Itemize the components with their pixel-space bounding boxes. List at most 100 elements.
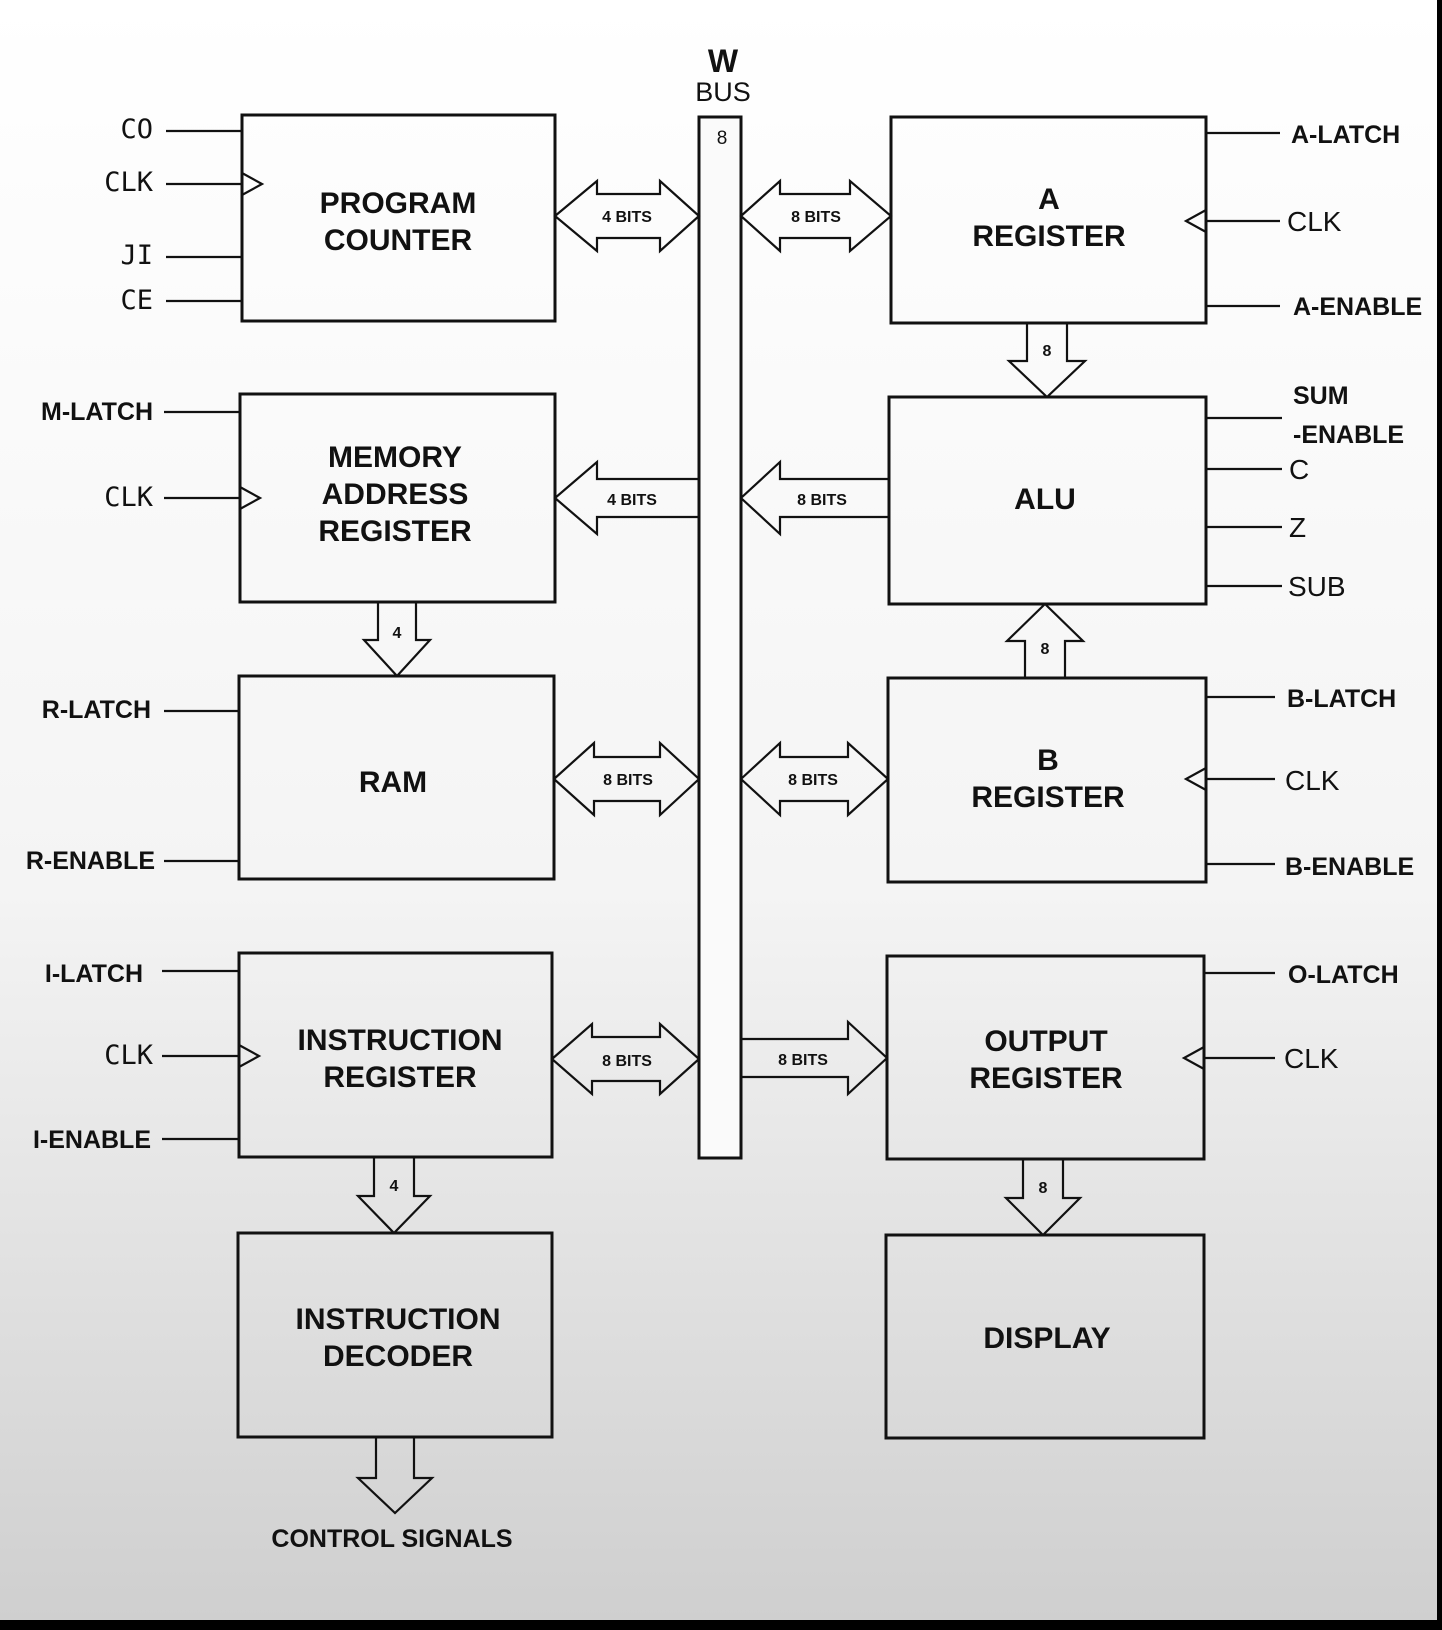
signal-b-clk: CLK bbox=[1285, 765, 1340, 796]
areg-bus-double-arrow bbox=[739, 178, 893, 254]
breg-alu-arrow bbox=[1004, 602, 1086, 678]
b-register-label-1: B bbox=[1037, 744, 1059, 777]
control-signals-arrow bbox=[355, 1437, 435, 1515]
a-register-label-1: A bbox=[1038, 183, 1060, 216]
bus-width-label: 8 bbox=[717, 128, 728, 149]
oreg-bus-width: 8 BITS bbox=[778, 1052, 828, 1069]
ram-bus-link: 8 BITS bbox=[552, 740, 701, 818]
ram-bus-double-arrow bbox=[552, 740, 701, 818]
ram-bus-width: 8 BITS bbox=[603, 772, 653, 789]
signal-z: Z bbox=[1289, 512, 1306, 543]
a-register-signals: A-LATCH CLK A-ENABLE bbox=[1183, 121, 1422, 321]
signal-a-clk: CLK bbox=[1287, 206, 1342, 237]
signal-m-latch: M-LATCH bbox=[41, 398, 153, 426]
signal-b-enable: B-ENABLE bbox=[1285, 853, 1414, 881]
display-block: DISPLAY bbox=[884, 1233, 1206, 1440]
areg-bus-width: 8 BITS bbox=[791, 209, 841, 226]
oreg-bus-arrow bbox=[741, 1019, 889, 1097]
ir-idec-arrow bbox=[355, 1157, 433, 1235]
areg-alu-width: 8 bbox=[1043, 343, 1052, 360]
signal-a-enable: A-ENABLE bbox=[1293, 293, 1422, 321]
ir-bus-double-arrow bbox=[550, 1021, 701, 1097]
instruction-decoder-block: INSTRUCTION DECODER bbox=[236, 1231, 554, 1439]
mar-label-2: ADDRESS bbox=[322, 478, 469, 511]
a-register-clock-marker bbox=[1183, 209, 1207, 233]
ir-label-1: INSTRUCTION bbox=[298, 1024, 503, 1057]
oreg-bus-link: 8 BITS bbox=[741, 1019, 889, 1097]
signal-sum: SUM bbox=[1293, 382, 1349, 410]
alu-bus-width: 8 BITS bbox=[797, 492, 847, 509]
ir-idec-link: 4 bbox=[355, 1157, 433, 1235]
pc-bus-link: 4 BITS bbox=[553, 178, 701, 254]
ir-bus-link: 8 BITS bbox=[550, 1021, 701, 1097]
areg-alu-link: 8 bbox=[1006, 323, 1088, 399]
signal-o-latch: O-LATCH bbox=[1288, 961, 1399, 989]
signal-pc-clk: CLK bbox=[104, 167, 154, 198]
alu-label: ALU bbox=[1014, 483, 1076, 516]
oreg-label-1: OUTPUT bbox=[984, 1025, 1107, 1058]
mar-label-3: REGISTER bbox=[318, 515, 472, 548]
breg-bus-double-arrow bbox=[739, 740, 890, 818]
program-counter-box bbox=[240, 113, 557, 323]
mar-signals: M-LATCH CLK bbox=[41, 398, 263, 513]
mar-label-1: MEMORY bbox=[328, 441, 462, 474]
idec-label-1: INSTRUCTION bbox=[296, 1303, 501, 1336]
signal-sub: SUB bbox=[1288, 571, 1346, 602]
signal-ir-clk: CLK bbox=[104, 1040, 154, 1071]
oreg-label-2: REGISTER bbox=[969, 1062, 1123, 1095]
b-register-signals: B-LATCH CLK B-ENABLE bbox=[1183, 685, 1414, 881]
breg-alu-width: 8 bbox=[1041, 641, 1050, 658]
display-box bbox=[884, 1233, 1206, 1440]
bus-bar bbox=[697, 115, 743, 1160]
ir-bus-width: 8 BITS bbox=[602, 1053, 652, 1070]
idec-label-2: DECODER bbox=[323, 1340, 473, 1373]
pc-bus-width: 4 BITS bbox=[602, 209, 652, 226]
alu-bus-double-arrow bbox=[739, 459, 889, 537]
signal-r-latch: R-LATCH bbox=[42, 696, 151, 724]
signal-mar-clk: CLK bbox=[104, 482, 154, 513]
program-counter-label-1: PROGRAM bbox=[320, 187, 477, 220]
control-signals-output: CONTROL SIGNALS bbox=[271, 1437, 513, 1553]
mar-bus-link: 4 BITS bbox=[553, 459, 699, 537]
program-counter-label-2: COUNTER bbox=[324, 224, 473, 257]
oreg-display-width: 8 bbox=[1039, 1180, 1048, 1197]
signal-co: CO bbox=[120, 114, 153, 145]
signal-b-latch: B-LATCH bbox=[1287, 685, 1396, 713]
bus-title: W bbox=[708, 43, 739, 79]
a-register-label-2: REGISTER bbox=[972, 220, 1126, 253]
alu-bus-link: 8 BITS bbox=[739, 459, 889, 537]
ir-label-2: REGISTER bbox=[323, 1061, 477, 1094]
breg-alu-link: 8 bbox=[1004, 602, 1086, 678]
signal-a-latch: A-LATCH bbox=[1291, 121, 1400, 149]
w-bus: W BUS 8 bbox=[695, 43, 751, 1160]
alu-signals: SUM -ENABLE C Z SUB bbox=[1206, 382, 1404, 602]
breg-bus-link: 8 BITS bbox=[739, 740, 890, 818]
signal-i-enable: I-ENABLE bbox=[33, 1126, 151, 1154]
mar-clock-marker bbox=[239, 486, 263, 510]
ir-idec-width: 4 bbox=[390, 1178, 399, 1195]
output-register-signals: O-LATCH CLK bbox=[1181, 961, 1399, 1074]
display-label: DISPLAY bbox=[983, 1322, 1110, 1355]
mar-bus-width: 4 BITS bbox=[607, 492, 657, 509]
program-counter-block: PROGRAM COUNTER bbox=[240, 113, 557, 323]
areg-alu-arrow bbox=[1006, 323, 1088, 399]
ir-signals: I-LATCH CLK I-ENABLE bbox=[33, 960, 262, 1154]
signal-ji: JI bbox=[120, 240, 153, 271]
oreg-display-link: 8 bbox=[1003, 1159, 1083, 1237]
memory-address-register-block: MEMORY ADDRESS REGISTER bbox=[238, 392, 557, 604]
pc-signals: CO CLK JI CE bbox=[104, 114, 265, 316]
ram-signals: R-LATCH R-ENABLE bbox=[26, 696, 239, 875]
signal-i-latch: I-LATCH bbox=[45, 960, 143, 988]
breg-bus-width: 8 BITS bbox=[788, 772, 838, 789]
signal-o-clk: CLK bbox=[1284, 1043, 1339, 1074]
mar-ram-arrow bbox=[361, 602, 433, 678]
bus-subtitle: BUS bbox=[695, 77, 751, 107]
ir-clock-marker bbox=[238, 1044, 262, 1068]
mar-bus-arrow bbox=[553, 459, 699, 537]
signal-r-enable: R-ENABLE bbox=[26, 847, 155, 875]
areg-bus-link: 8 BITS bbox=[739, 178, 893, 254]
oreg-display-arrow bbox=[1003, 1159, 1083, 1237]
signal-c: C bbox=[1289, 454, 1309, 485]
